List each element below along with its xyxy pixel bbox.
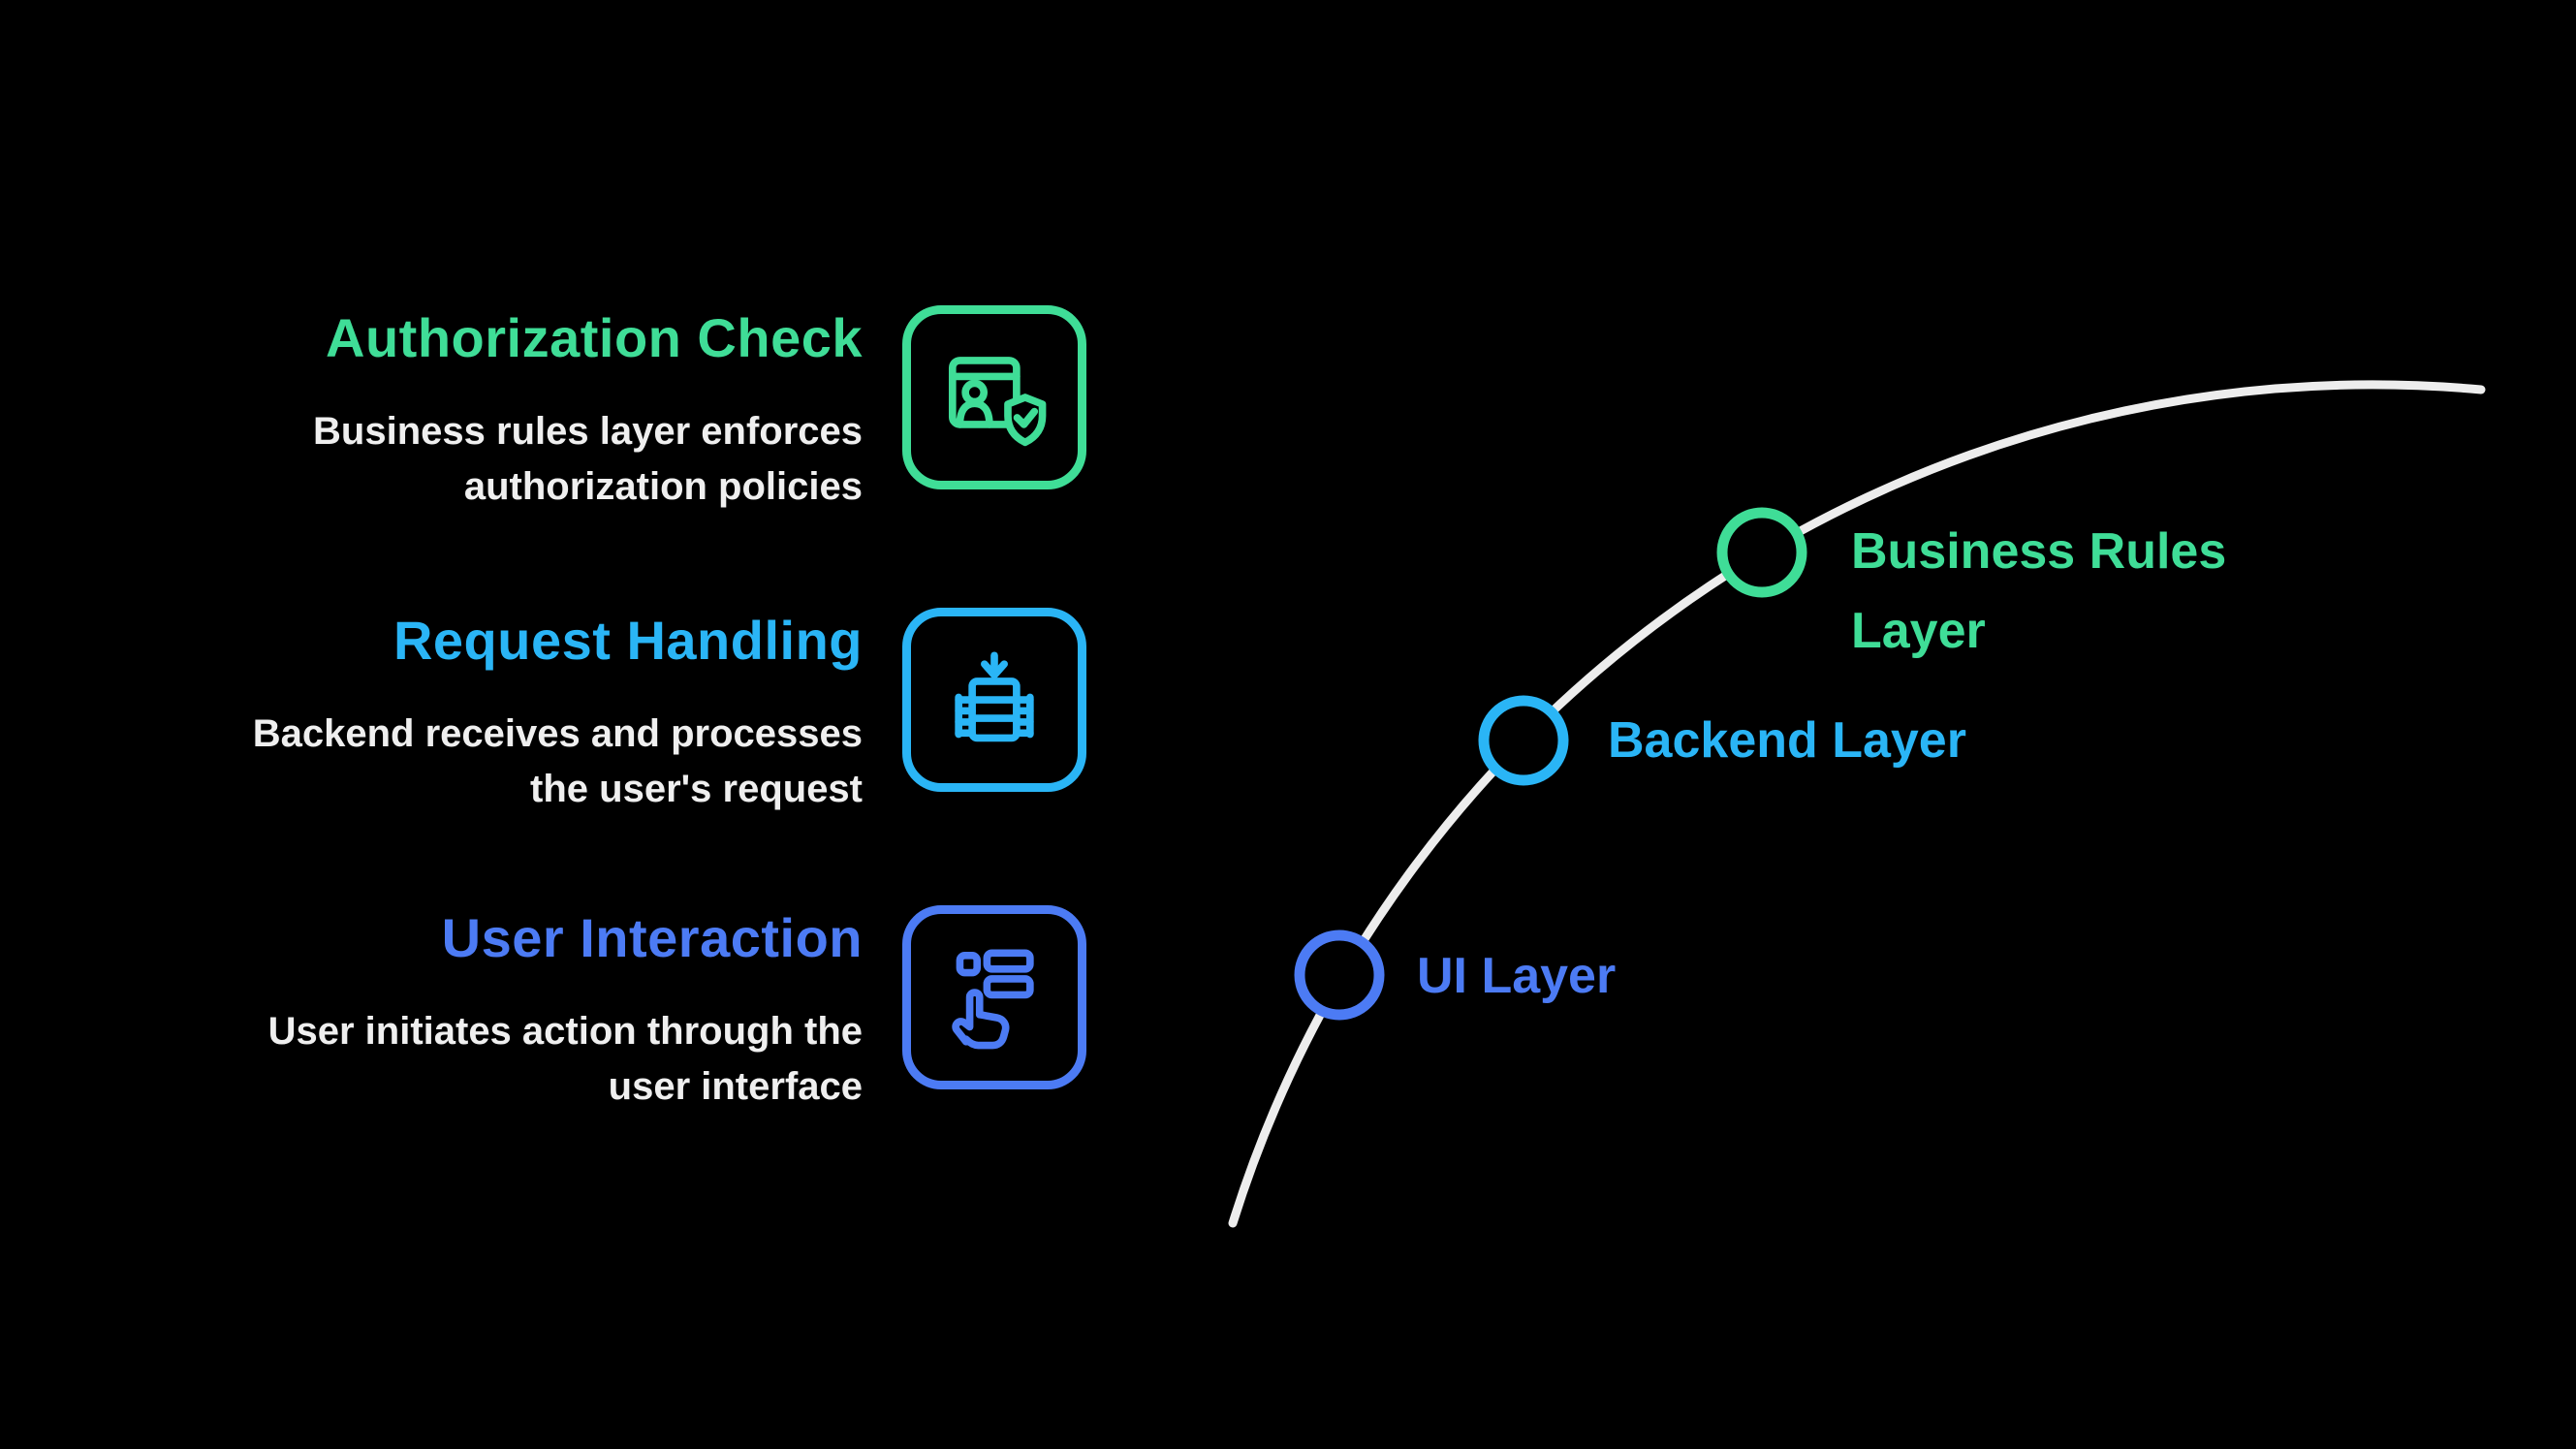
server-process-download-icon: [955, 651, 1034, 742]
feature-description: Backend receives and processes the user'…: [233, 707, 863, 817]
description-line: User initiates action through the: [267, 1010, 863, 1053]
ui-layer-label: UI Layer: [1417, 936, 1616, 1016]
hand-pointer-list-icon: [902, 905, 1086, 1089]
business-rules-layer-label: Business Rules Layer: [1851, 512, 2226, 671]
description-line: user interface: [608, 1065, 863, 1108]
feature-description: Business rules layer enforces authorizat…: [233, 404, 863, 515]
hand-pointer-list-icon: [952, 949, 1034, 1050]
backend-layer-marker: [1478, 695, 1569, 786]
window-user-shield-check-icon: [948, 357, 1047, 447]
ui-layer-marker: [1294, 929, 1385, 1021]
description-line: Backend receives and processes: [252, 712, 863, 755]
feature-title: Request Handling: [393, 610, 863, 671]
feature-text-authorization: Authorization Check Business rules layer…: [233, 305, 863, 515]
description-line: authorization policies: [463, 465, 863, 508]
label-line: Backend Layer: [1608, 712, 1966, 769]
business-rules-layer-marker: [1716, 507, 1807, 598]
description-line: Business rules layer enforces: [313, 410, 863, 453]
feature-title: Authorization Check: [326, 307, 863, 368]
label-line: Layer: [1851, 603, 1986, 659]
flow-curve: [1228, 380, 2486, 1228]
feature-title: User Interaction: [441, 907, 863, 968]
feature-text-interaction: User Interaction User initiates action t…: [233, 905, 863, 1115]
feature-description: User initiates action through the user i…: [233, 1004, 863, 1115]
label-line: Business Rules: [1851, 523, 2227, 580]
server-process-download-icon: [902, 608, 1086, 792]
window-user-shield-check-icon: [902, 305, 1086, 489]
description-line: the user's request: [530, 768, 863, 810]
backend-layer-label: Backend Layer: [1608, 701, 1966, 780]
feature-text-request: Request Handling Backend receives and pr…: [233, 608, 863, 817]
label-line: UI Layer: [1417, 948, 1617, 1004]
